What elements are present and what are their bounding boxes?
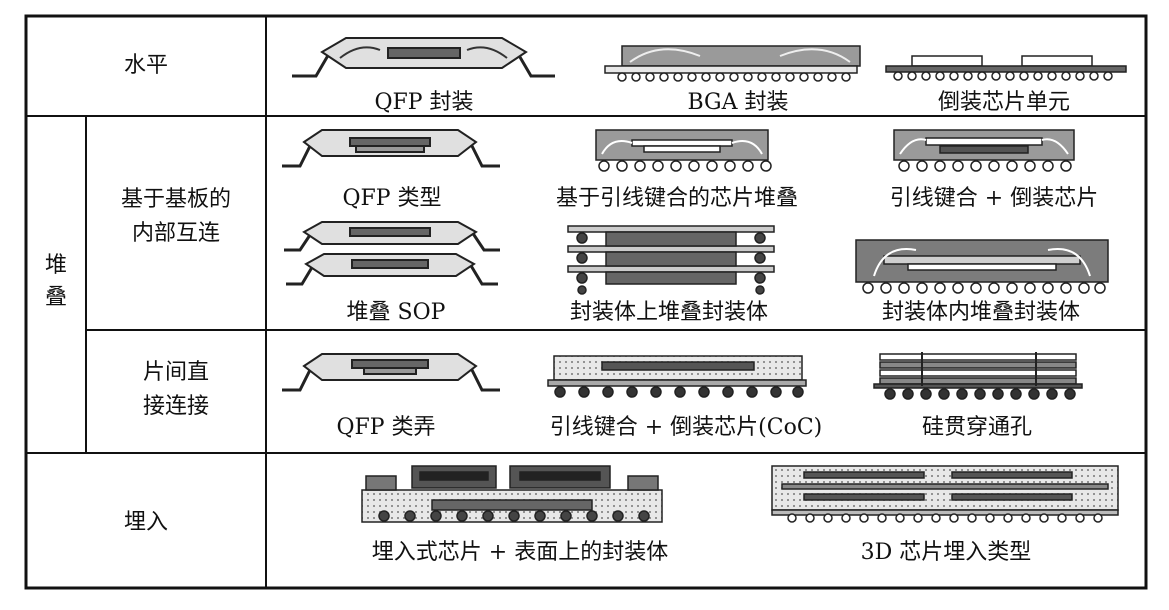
table-grid <box>24 14 1148 590</box>
caption-flip-chip-unit: 倒装芯片单元 <box>937 90 1071 115</box>
caption-bga-package: BGA 封装 <box>687 90 789 115</box>
wire-bond-chip-stack-drawing <box>595 129 772 172</box>
caption-chip-on-chip: 引线键合 + 倒装芯片(CoC) <box>549 415 823 440</box>
subrow-label-substrate-line1: 基于基板的 <box>120 187 231 212</box>
caption-package-in-package: 封装体内堆叠封装体 <box>881 300 1081 325</box>
chip-on-chip-drawing <box>547 355 807 398</box>
3d-embedded-chip-drawing <box>771 465 1119 523</box>
row-label-embedded: 埋入 <box>123 510 168 535</box>
row-label-stacked: 堆叠 <box>26 250 86 314</box>
flip-chip-unit-drawing <box>885 55 1127 81</box>
subrow-label-direct-line2: 接连接 <box>142 394 209 419</box>
subrow-label-direct: 片间直 接连接 <box>86 356 266 424</box>
row-label-horizontal: 水平 <box>123 53 168 78</box>
subrow-label-substrate-line2: 内部互连 <box>131 221 220 246</box>
caption-wire-bond-flip-chip: 引线键合 + 倒装芯片 <box>889 186 1099 211</box>
caption-embedded-chip-surface: 埋入式芯片 + 表面上的封装体 <box>371 540 669 565</box>
bga-package-drawing <box>604 45 861 82</box>
caption-stacked-sop: 堆叠 SOP <box>346 300 446 325</box>
subrow-label-direct-line1: 片间直 <box>142 360 209 385</box>
caption-qfp-package: QFP 封装 <box>374 90 474 115</box>
caption-3d-embedded-chip: 3D 芯片埋入类型 <box>860 540 1032 565</box>
caption-through-silicon-via: 硅贯穿通孔 <box>921 415 1033 440</box>
embedded-chip-surface-drawing <box>361 465 663 523</box>
wire-bond-flip-chip-drawing <box>893 129 1075 172</box>
package-on-package-drawing <box>567 225 775 295</box>
subrow-label-substrate: 基于基板的 内部互连 <box>86 183 266 251</box>
package-in-package-drawing <box>855 239 1109 294</box>
row-label-stacked-text: 堆叠 <box>44 253 67 310</box>
through-silicon-via-drawing <box>873 352 1083 400</box>
qfp-package-drawing <box>292 37 555 78</box>
caption-package-on-package: 封装体上堆叠封装体 <box>569 300 769 325</box>
stacked-sop-drawing <box>284 221 500 286</box>
caption-qfp-direct: QFP 类弄 <box>336 415 436 440</box>
caption-qfp-type: QFP 类型 <box>342 186 442 211</box>
qfp-direct-drawing <box>282 353 500 392</box>
caption-wire-bond-chip-stack: 基于引线键合的芯片堆叠 <box>555 186 799 211</box>
qfp-type-drawing <box>282 129 500 168</box>
